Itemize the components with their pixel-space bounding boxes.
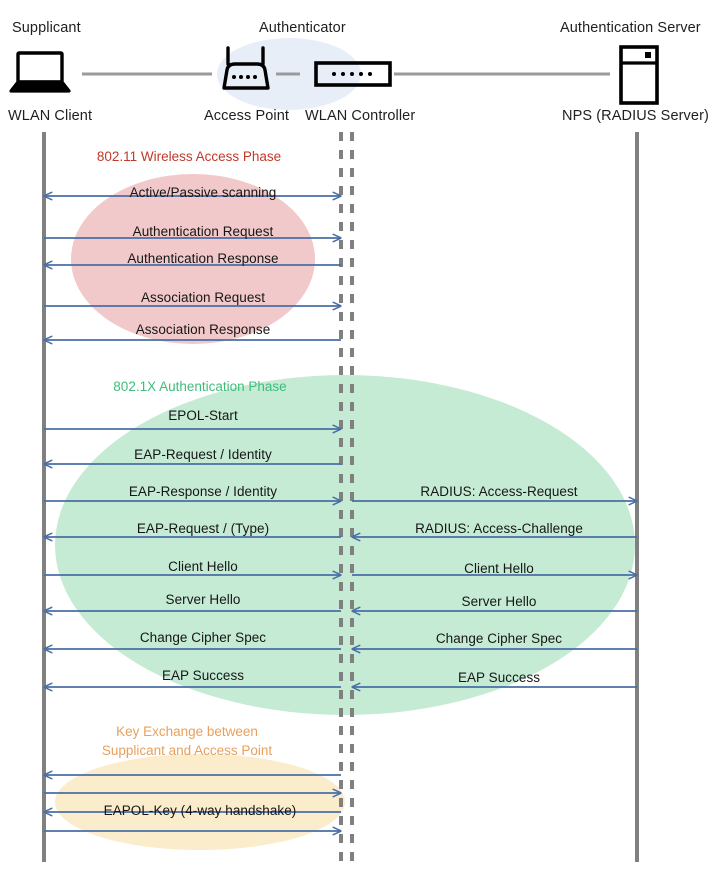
wlan-client-label: WLAN Client xyxy=(8,108,93,124)
access-point-icon xyxy=(222,46,270,90)
phase-802-1x-ellipse xyxy=(55,375,635,715)
phase-802-11-wireless-access-title: 802.11 Wireless Access Phase xyxy=(96,149,282,164)
wlan-controller-label: WLAN Controller xyxy=(305,108,416,124)
msg-change-cipher-spec-radius-label: Change Cipher Spec xyxy=(435,631,563,646)
msg-eap-response-identity-label: EAP-Response / Identity xyxy=(128,484,278,499)
msg-server-hello-radius-label: Server Hello xyxy=(461,594,537,609)
phase-key-exchange-title-line2: Supplicant and Access Point xyxy=(101,743,273,758)
msg-client-hello-radius-label: Client Hello xyxy=(464,561,534,576)
phase-key-ellipse xyxy=(55,754,345,850)
msg-client-hello-wireless-label: Client Hello xyxy=(168,559,238,574)
msg-radius-access-challenge-label: RADIUS: Access-Challenge xyxy=(415,521,583,536)
phase-ellipses xyxy=(55,174,635,850)
server-icon xyxy=(619,45,659,105)
msg-association-request-label: Association Request xyxy=(140,290,266,305)
msg-server-hello-wireless-label: Server Hello xyxy=(165,592,241,607)
phase-key-exchange-title-line1: Key Exchange between xyxy=(116,724,258,739)
msg-authentication-request-label: Authentication Request xyxy=(132,224,274,239)
laptop-icon xyxy=(9,51,71,93)
supplicant-role: Supplicant xyxy=(12,20,81,36)
access-point-label: Access Point xyxy=(204,108,290,124)
msg-change-cipher-spec-wireless-label: Change Cipher Spec xyxy=(139,630,267,645)
eapol-key-handshake-label: EAPOL-Key (4-way handshake) xyxy=(103,803,297,818)
authenticator-role: Authenticator xyxy=(259,20,346,36)
nps-radius-server-label: NPS (RADIUS Server) xyxy=(562,108,709,124)
authentication-server-role: Authentication Server xyxy=(560,20,701,36)
msg-association-response-label: Association Response xyxy=(135,322,271,337)
msg-eap-success-wireless-label: EAP Success xyxy=(161,668,245,683)
msg-authentication-response-label: Authentication Response xyxy=(127,251,279,266)
msg-eap-request-identity-label: EAP-Request / Identity xyxy=(134,447,272,462)
msg-eap-request-type-label: EAP-Request / (Type) xyxy=(136,521,270,536)
msg-eap-success-radius-label: EAP Success xyxy=(457,670,541,685)
msg-active-passive-scanning-label: Active/Passive scanning xyxy=(129,185,277,200)
phase-802-11-ellipse xyxy=(71,174,315,344)
message-arrows xyxy=(44,196,637,831)
msg-eapol-start-label: EPOL-Start xyxy=(168,408,238,423)
msg-radius-access-request-label: RADIUS: Access-Request xyxy=(420,484,578,499)
wlan-controller-icon xyxy=(314,61,392,87)
phase-802-1x-authentication-title: 802.1X Authentication Phase xyxy=(113,379,287,394)
